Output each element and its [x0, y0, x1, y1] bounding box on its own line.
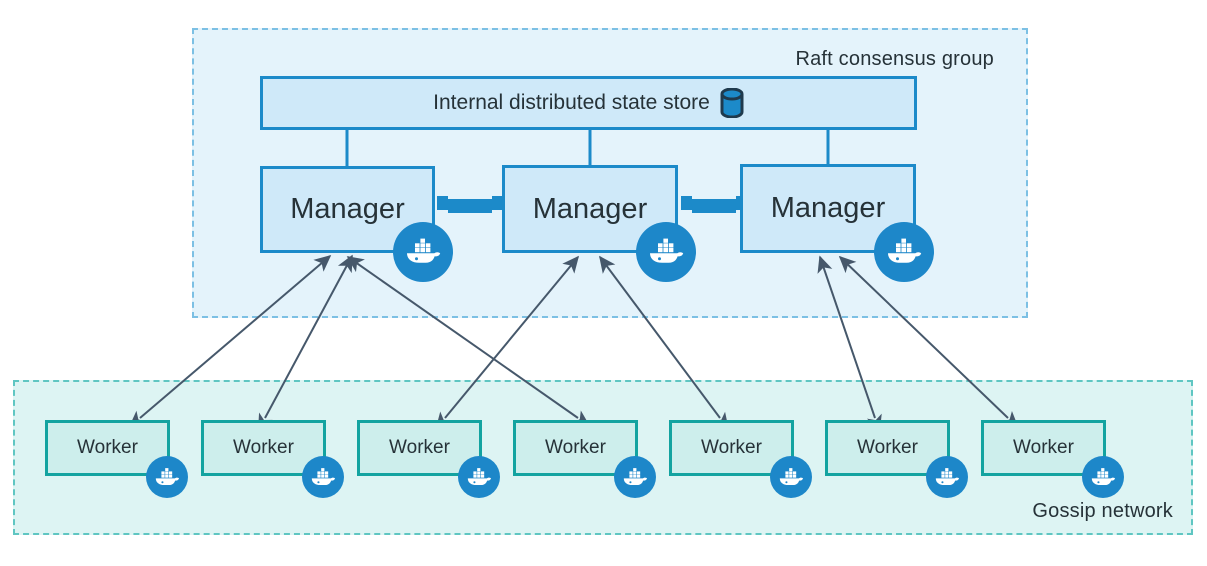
docker-whale-icon	[926, 456, 968, 498]
docker-whale-icon	[636, 222, 696, 282]
database-cylinder-icon	[720, 88, 744, 118]
worker-label: Worker	[1013, 437, 1074, 458]
docker-whale-icon	[1082, 456, 1124, 498]
gossip-network-label: Gossip network	[1032, 500, 1173, 522]
docker-whale-icon	[302, 456, 344, 498]
internal-state-store-node[interactable]: Internal distributed state store	[260, 76, 917, 130]
worker-label: Worker	[233, 437, 294, 458]
docker-whale-icon	[614, 456, 656, 498]
state-store-label: Internal distributed state store	[433, 91, 710, 114]
manager-node-2[interactable]: Manager	[502, 165, 678, 253]
manager-label: Manager	[770, 192, 886, 224]
worker-label: Worker	[389, 437, 450, 458]
worker-node-1[interactable]: Worker	[45, 420, 170, 476]
manager-label: Manager	[290, 193, 405, 225]
worker-label: Worker	[545, 437, 606, 458]
docker-whale-icon	[393, 222, 453, 282]
docker-whale-icon	[770, 456, 812, 498]
docker-whale-icon	[146, 456, 188, 498]
worker-label: Worker	[857, 437, 918, 458]
docker-whale-icon	[874, 222, 934, 282]
raft-consensus-group-label: Raft consensus group	[795, 48, 994, 70]
worker-label: Worker	[701, 437, 762, 458]
docker-whale-icon	[458, 456, 500, 498]
worker-label: Worker	[77, 437, 138, 458]
manager-label: Manager	[532, 192, 648, 225]
